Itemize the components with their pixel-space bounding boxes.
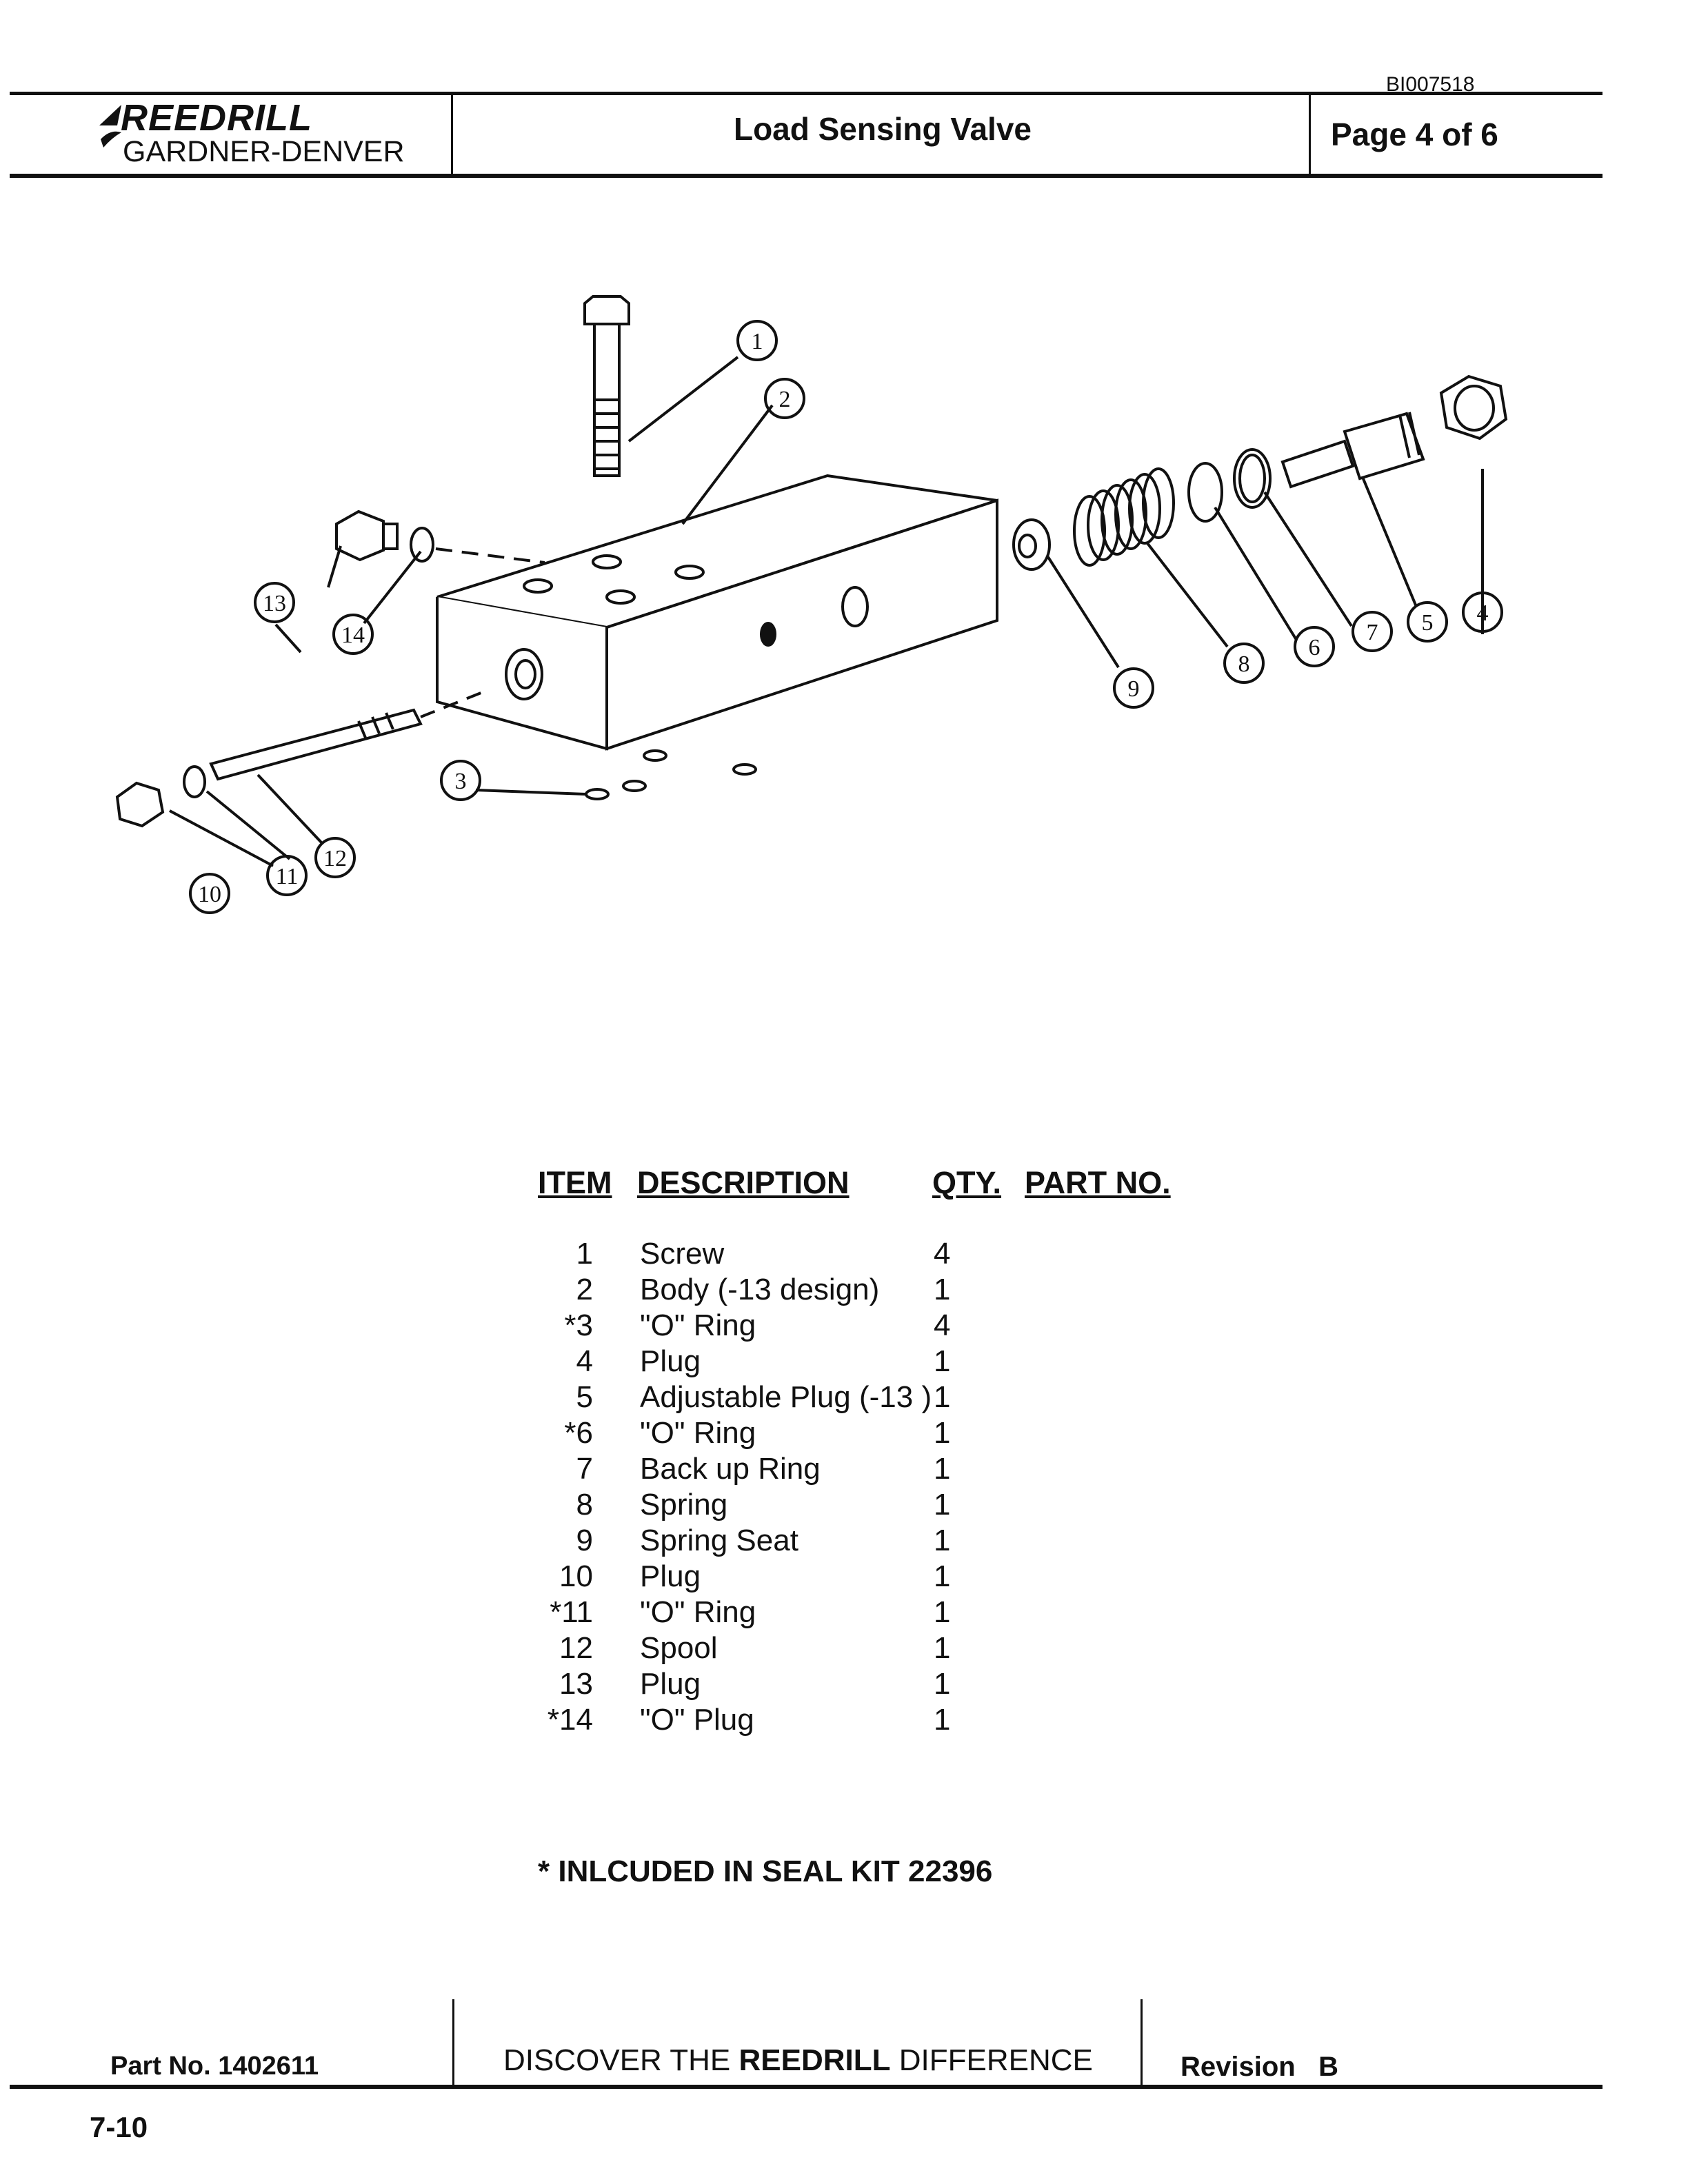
brand-gardner-denver: GARDNER-DENVER — [123, 135, 405, 168]
revision: Revision B — [1180, 2052, 1338, 2082]
svg-text:11: 11 — [276, 864, 299, 889]
callout-12 — [314, 837, 356, 878]
callout-13 — [254, 582, 295, 623]
spring-seat — [1012, 518, 1051, 571]
svg-text:5: 5 — [1422, 610, 1434, 636]
footer-rule — [10, 2085, 1602, 2089]
svg-text:2: 2 — [779, 387, 791, 412]
svg-text:9: 9 — [1128, 676, 1140, 702]
callout-3 — [440, 760, 481, 801]
callout-14 — [332, 614, 374, 655]
callout-1 — [736, 320, 778, 361]
adjustable-plug — [1280, 412, 1425, 489]
svg-text:7: 7 — [1367, 620, 1378, 645]
screw — [583, 295, 630, 477]
exploded-parts-diagram: 1 2 3 4 5 6 7 8 9 10 11 12 13 14 — [115, 295, 1508, 914]
callout-5 — [1407, 601, 1448, 643]
seal-kit-note: * INLCUDED IN SEAL KIT 22396 — [538, 1854, 993, 1888]
o-ring-11 — [183, 765, 206, 798]
brand-reedrill: REEDRILL — [121, 97, 312, 139]
callout-7 — [1352, 611, 1393, 652]
header-bottom-rule — [10, 174, 1602, 178]
svg-text:6: 6 — [1309, 635, 1320, 660]
header-part-no: PART NO. — [1025, 1165, 1171, 1200]
svg-text:4: 4 — [1477, 600, 1489, 626]
callout-10 — [189, 873, 230, 914]
o-ring-14 — [410, 527, 434, 563]
spool — [209, 708, 423, 781]
header-divider-left — [451, 94, 453, 175]
o-ring-6 — [1187, 462, 1223, 523]
footer-divider-left — [452, 1999, 454, 2086]
svg-text:10: 10 — [198, 882, 221, 907]
header-divider-right — [1309, 94, 1311, 175]
svg-text:13: 13 — [263, 591, 286, 616]
svg-text:14: 14 — [341, 623, 365, 648]
callout-11 — [266, 855, 308, 896]
plug-13 — [335, 509, 385, 562]
plug-10 — [115, 781, 165, 828]
callout-labels: 1 2 3 4 5 6 7 8 9 10 11 12 13 14 — [189, 320, 1503, 914]
header-item: ITEM — [538, 1165, 612, 1200]
footer-divider-right — [1141, 1999, 1143, 2086]
svg-text:1: 1 — [752, 329, 763, 354]
svg-text:3: 3 — [455, 769, 467, 794]
reedrill-logo-icon — [99, 105, 121, 148]
page-number: 7-10 — [90, 2111, 148, 2143]
footer-slogan: DISCOVER THE REEDRILL DIFFERENCE — [503, 2043, 1093, 2077]
page-title: Load Sensing Valve — [733, 111, 1032, 147]
header-qty: QTY. — [932, 1165, 1002, 1200]
header-description: DESCRIPTION — [637, 1165, 850, 1200]
callout-6 — [1294, 626, 1335, 667]
page-indicator: Page 4 of 6 — [1331, 117, 1498, 152]
spring — [1073, 467, 1175, 567]
part-number: Part No. 1402611 — [110, 2052, 319, 2081]
svg-text:8: 8 — [1238, 651, 1250, 677]
callout-2 — [764, 378, 805, 419]
backup-ring-7 — [1233, 448, 1272, 509]
callout-9 — [1113, 667, 1154, 709]
header-top-rule — [10, 92, 1602, 95]
callout-4 — [1462, 592, 1503, 633]
svg-text:12: 12 — [323, 846, 347, 871]
callout-8 — [1223, 643, 1265, 684]
